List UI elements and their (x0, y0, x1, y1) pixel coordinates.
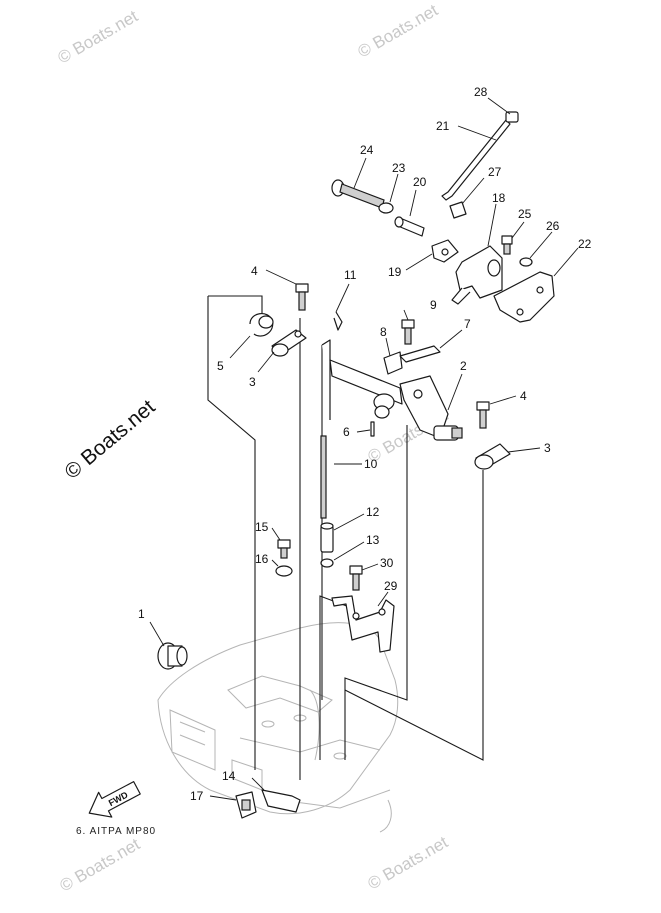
fwd-arrow: FWD (88, 781, 141, 818)
callout-28: 28 (474, 85, 488, 99)
callout-7: 7 (464, 317, 471, 331)
nut (320, 522, 334, 553)
callout-27: 27 (488, 165, 502, 179)
routing-lines (207, 295, 484, 780)
callout-9: 9 (430, 298, 437, 312)
washer-26 (519, 257, 533, 267)
callout-3-right: 3 (544, 441, 551, 455)
washer-13 (320, 558, 334, 568)
figure-code: 6. AITPA MP80 (76, 826, 156, 837)
bolt-15 (277, 539, 291, 559)
callout-14: 14 (222, 769, 236, 783)
callout-20: 20 (413, 175, 427, 189)
bolt-right (476, 401, 490, 429)
callout-6: 6 (343, 425, 350, 439)
callout-10: 10 (364, 457, 378, 471)
callout-23: 23 (392, 161, 406, 175)
callout-25: 25 (518, 207, 532, 221)
plate-7 (399, 345, 441, 363)
watermark-bottom-left: © Boats.net (57, 834, 144, 895)
callout-5: 5 (217, 359, 224, 373)
cable-holder-left (271, 329, 307, 357)
watermark-top-right: © Boats.net (355, 0, 442, 61)
parts (157, 111, 555, 819)
rod (320, 339, 331, 519)
callout-21: 21 (436, 119, 450, 133)
bolt-30 (349, 565, 363, 591)
callout-22: 22 (578, 237, 592, 251)
callout-4-right: 4 (520, 389, 527, 403)
callout-2: 2 (460, 359, 467, 373)
callout-12: 12 (366, 505, 380, 519)
callout-24: 24 (360, 143, 374, 157)
callout-11: 11 (344, 268, 357, 282)
bolt-25 (501, 235, 513, 255)
callout-18: 18 (492, 191, 506, 205)
watermark-main: © Boats.net (60, 395, 159, 483)
callout-26: 26 (546, 219, 560, 233)
bracket-22 (493, 271, 555, 323)
collar-20 (394, 216, 425, 237)
clip-17 (235, 791, 257, 819)
callout-15: 15 (255, 520, 269, 534)
callout-4-left: 4 (251, 264, 258, 278)
grommet (157, 642, 188, 670)
washer-16 (275, 565, 293, 577)
bolt-9 (401, 319, 415, 345)
callout-17: 17 (190, 789, 204, 803)
bolt-24 (331, 179, 385, 209)
callout-16: 16 (255, 552, 269, 566)
bracket-29 (331, 595, 395, 653)
callout-1: 1 (138, 607, 145, 621)
cotter-pin (333, 311, 343, 331)
watermark-bottom-right: © Boats.net (365, 832, 452, 893)
callout-13: 13 (366, 533, 380, 547)
watermark-top-left: © Boats.net (55, 6, 142, 67)
shaft-assembly (329, 359, 463, 441)
clip-27 (449, 201, 467, 219)
callout-19: 19 (388, 265, 402, 279)
rod-21 (441, 111, 519, 201)
leader-lines (149, 97, 579, 801)
cable-holder-right (474, 443, 511, 470)
bolt-left (295, 283, 309, 311)
lever-18 (451, 245, 503, 305)
bracket-14 (261, 789, 301, 813)
top-plate (383, 351, 403, 375)
link-19 (431, 239, 459, 263)
callout-30: 30 (380, 556, 394, 570)
callout-labels: 1 2 3 3 4 4 5 6 7 8 9 10 11 12 13 14 15 … (138, 85, 592, 803)
callout-8: 8 (380, 325, 387, 339)
housing-ghost-outline (157, 622, 399, 833)
washer-23 (378, 202, 394, 214)
callout-29: 29 (384, 579, 398, 593)
clip-left (249, 313, 274, 337)
callout-3-left: 3 (249, 375, 256, 389)
pin (370, 421, 375, 437)
